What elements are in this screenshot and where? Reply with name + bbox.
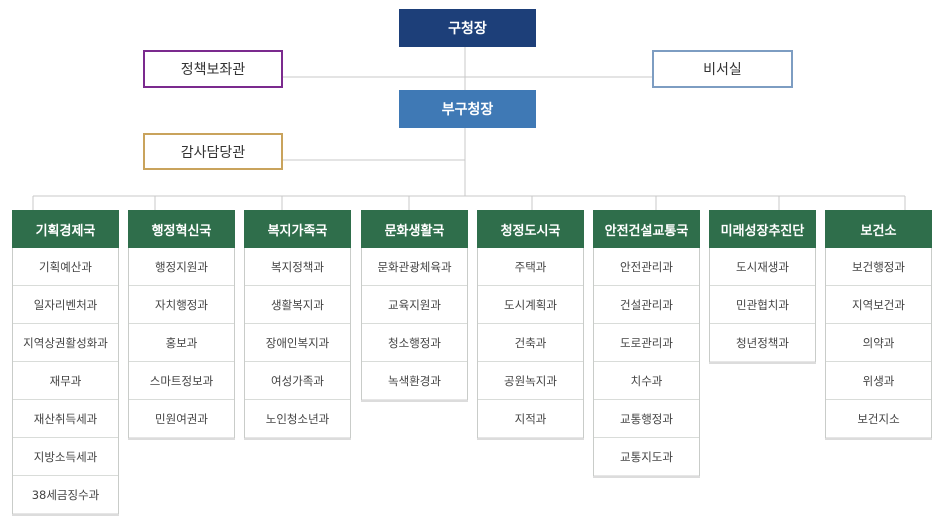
- division-item[interactable]: 교육지원과: [362, 286, 467, 324]
- division-item[interactable]: 자치행정과: [129, 286, 234, 324]
- division-item[interactable]: 지역보건과: [826, 286, 931, 324]
- division-list: 도시재생과 민관협치과 청년정책과: [709, 248, 816, 362]
- division-item[interactable]: 청년정책과: [710, 324, 815, 361]
- department-header[interactable]: 기획경제국: [12, 210, 119, 248]
- division-item[interactable]: 문화관광체육과: [362, 248, 467, 286]
- division-item[interactable]: 청소행정과: [362, 324, 467, 362]
- division-item[interactable]: 의약과: [826, 324, 931, 362]
- division-item[interactable]: 도시재생과: [710, 248, 815, 286]
- division-item[interactable]: 민관협치과: [710, 286, 815, 324]
- department-column: 기획경제국 기획예산과 일자리벤처과 지역상권활성화과 재무과 재산취득세과 지…: [12, 210, 119, 514]
- division-list: 행정지원과 자치행정과 홍보과 스마트정보과 민원여권과: [128, 248, 235, 438]
- division-item[interactable]: 치수과: [594, 362, 699, 400]
- division-item[interactable]: 녹색환경과: [362, 362, 467, 399]
- division-item[interactable]: 도로관리과: [594, 324, 699, 362]
- division-item[interactable]: 장애인복지과: [245, 324, 350, 362]
- department-header[interactable]: 보건소: [825, 210, 932, 248]
- division-item[interactable]: 행정지원과: [129, 248, 234, 286]
- division-item[interactable]: 교통행정과: [594, 400, 699, 438]
- division-item[interactable]: 노인청소년과: [245, 400, 350, 437]
- division-item[interactable]: 위생과: [826, 362, 931, 400]
- division-list: 보건행정과 지역보건과 의약과 위생과 보건지소: [825, 248, 932, 438]
- deputy-mayor-box[interactable]: 부구청장: [399, 90, 536, 128]
- division-list: 복지정책과 생활복지과 장애인복지과 여성가족과 노인청소년과: [244, 248, 351, 438]
- division-item[interactable]: 건설관리과: [594, 286, 699, 324]
- division-item[interactable]: 공원녹지과: [478, 362, 583, 400]
- division-list: 안전관리과 건설관리과 도로관리과 치수과 교통행정과 교통지도과: [593, 248, 700, 476]
- division-item[interactable]: 38세금징수과: [13, 476, 118, 513]
- mayor-box[interactable]: 구청장: [399, 9, 536, 47]
- division-item[interactable]: 교통지도과: [594, 438, 699, 475]
- division-item[interactable]: 홍보과: [129, 324, 234, 362]
- department-column: 문화생활국 문화관광체육과 교육지원과 청소행정과 녹색환경과: [361, 210, 468, 400]
- department-header[interactable]: 복지가족국: [244, 210, 351, 248]
- division-item[interactable]: 지역상권활성화과: [13, 324, 118, 362]
- department-column: 보건소 보건행정과 지역보건과 의약과 위생과 보건지소: [825, 210, 932, 438]
- division-list: 기획예산과 일자리벤처과 지역상권활성화과 재무과 재산취득세과 지방소득세과 …: [12, 248, 119, 514]
- department-column: 행정혁신국 행정지원과 자치행정과 홍보과 스마트정보과 민원여권과: [128, 210, 235, 438]
- division-item[interactable]: 일자리벤처과: [13, 286, 118, 324]
- division-list: 주택과 도시계획과 건축과 공원녹지과 지적과: [477, 248, 584, 438]
- division-item[interactable]: 보건행정과: [826, 248, 931, 286]
- department-header[interactable]: 청정도시국: [477, 210, 584, 248]
- division-item[interactable]: 지방소득세과: [13, 438, 118, 476]
- division-item[interactable]: 재무과: [13, 362, 118, 400]
- department-header[interactable]: 안전건설교통국: [593, 210, 700, 248]
- department-header[interactable]: 미래성장추진단: [709, 210, 816, 248]
- department-column: 복지가족국 복지정책과 생활복지과 장애인복지과 여성가족과 노인청소년과: [244, 210, 351, 438]
- division-item[interactable]: 스마트정보과: [129, 362, 234, 400]
- department-column: 청정도시국 주택과 도시계획과 건축과 공원녹지과 지적과: [477, 210, 584, 438]
- audit-officer-box[interactable]: 감사담당관: [143, 133, 283, 170]
- division-item[interactable]: 지적과: [478, 400, 583, 437]
- department-header[interactable]: 행정혁신국: [128, 210, 235, 248]
- division-list: 문화관광체육과 교육지원과 청소행정과 녹색환경과: [361, 248, 468, 400]
- division-item[interactable]: 보건지소: [826, 400, 931, 437]
- department-column: 안전건설교통국 안전관리과 건설관리과 도로관리과 치수과 교통행정과 교통지도…: [593, 210, 700, 476]
- division-item[interactable]: 기획예산과: [13, 248, 118, 286]
- division-item[interactable]: 주택과: [478, 248, 583, 286]
- department-column: 미래성장추진단 도시재생과 민관협치과 청년정책과: [709, 210, 816, 362]
- division-item[interactable]: 재산취득세과: [13, 400, 118, 438]
- division-item[interactable]: 복지정책과: [245, 248, 350, 286]
- division-item[interactable]: 생활복지과: [245, 286, 350, 324]
- department-header[interactable]: 문화생활국: [361, 210, 468, 248]
- policy-aide-box[interactable]: 정책보좌관: [143, 50, 283, 88]
- division-item[interactable]: 건축과: [478, 324, 583, 362]
- division-item[interactable]: 민원여권과: [129, 400, 234, 437]
- division-item[interactable]: 안전관리과: [594, 248, 699, 286]
- division-item[interactable]: 도시계획과: [478, 286, 583, 324]
- division-item[interactable]: 여성가족과: [245, 362, 350, 400]
- secretary-box[interactable]: 비서실: [652, 50, 793, 88]
